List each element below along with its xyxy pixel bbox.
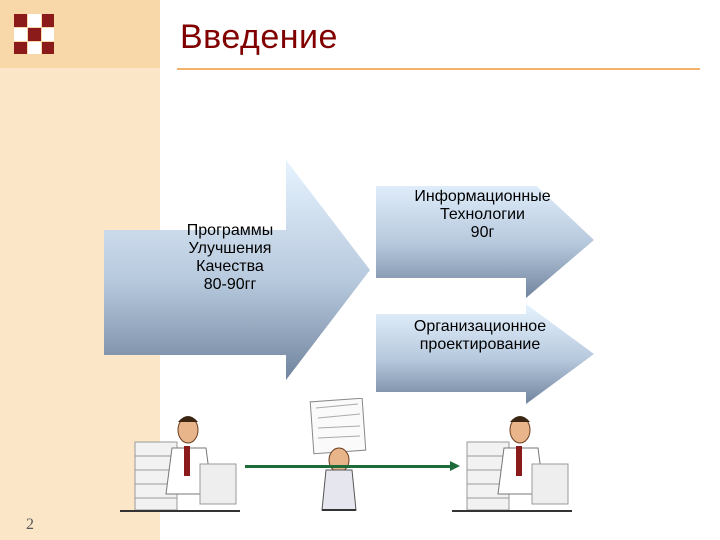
arrow-org-label: Организационное проектирование [413,318,547,353]
arrow-it-label: Информационные Технологии 90г [414,188,551,241]
title-divider [177,68,700,70]
grid-logo-icon [14,14,54,54]
office-worker-right-icon [452,416,572,512]
arrow-information-technologies [376,186,594,298]
slide-number: 2 [26,516,34,533]
page-title: Введение [180,18,338,56]
connector-line [245,465,450,468]
arrow-quality-label: Программы Улучшения Качества 80-90гг [186,222,274,293]
office-worker-left-icon [120,416,240,512]
arrow-organizational-design [376,304,594,404]
arrow-quality-programs [104,160,370,380]
connector-arrowhead [450,461,460,471]
sidebar-header [0,0,160,68]
overloaded-worker-icon [309,398,367,511]
